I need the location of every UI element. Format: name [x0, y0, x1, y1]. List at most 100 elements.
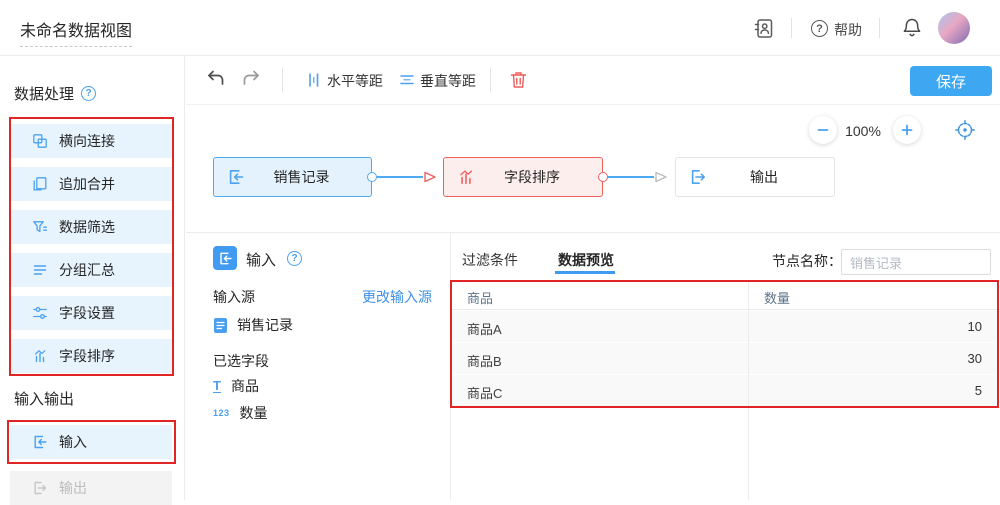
section-title: 输入输出 — [14, 391, 75, 408]
column-divider — [748, 282, 749, 500]
node-name-input[interactable] — [841, 249, 991, 275]
group-summary-icon — [33, 265, 47, 275]
horizontal-spacing-icon[interactable] — [305, 71, 323, 89]
export-icon — [34, 481, 47, 495]
cell-product: 商品A — [467, 322, 502, 337]
sidebar-item-label: 追加合并 — [59, 176, 115, 192]
panel-title: 输入 — [246, 252, 277, 269]
bell-icon[interactable] — [901, 16, 923, 40]
contacts-icon[interactable] — [752, 17, 775, 40]
import-icon — [34, 435, 47, 449]
sidebar-item-label: 分组汇总 — [59, 262, 115, 278]
sidebar-section-data-processing: 数据处理 ? — [14, 83, 97, 104]
delete-icon[interactable] — [509, 70, 528, 90]
export-icon — [691, 170, 705, 184]
field-name: 数量 — [239, 405, 268, 421]
flow-node-sales-records[interactable]: 销售记录 — [213, 157, 372, 197]
zoom-level: 100% — [845, 123, 881, 139]
locate-icon[interactable] — [953, 118, 977, 142]
sidebar-item-label: 输入 — [59, 434, 87, 450]
tab-data-preview[interactable]: 数据预览 — [558, 252, 614, 268]
help-link[interactable]: 帮助 — [834, 22, 862, 38]
number-type-icon: 123 — [213, 408, 230, 418]
flow-node-output[interactable]: 输出 — [675, 157, 835, 197]
import-icon — [219, 252, 232, 264]
table-row[interactable]: 商品A 10 — [451, 311, 998, 342]
sidebar-item-label: 横向连接 — [59, 133, 115, 149]
change-source-link[interactable]: 更改输入源 — [362, 289, 432, 305]
sidebar-item-label: 字段设置 — [59, 305, 115, 321]
sidebar-item-field-sort[interactable]: 字段排序 — [10, 339, 172, 373]
selected-fields-label: 已选字段 — [213, 353, 269, 369]
top-bar: 未命名数据视图 ? 帮助 — [0, 0, 1000, 56]
column-header[interactable]: 商品 — [467, 291, 494, 306]
zoom-in-button[interactable] — [893, 116, 921, 144]
cell-quantity: 5 — [974, 383, 982, 398]
field-sort-icon — [460, 170, 473, 184]
panel-help-icon[interactable]: ? — [287, 251, 302, 266]
node-label: 销售记录 — [273, 169, 330, 185]
text-type-icon: T — [213, 378, 221, 393]
source-name: 销售记录 — [237, 317, 293, 333]
arrowhead-icon — [655, 171, 667, 183]
section-title: 数据处理 — [14, 86, 75, 103]
horizontal-spacing-button[interactable]: 水平等距 — [327, 73, 383, 89]
divider — [791, 18, 792, 38]
cell-product: 商品C — [467, 386, 503, 401]
divider — [490, 68, 491, 92]
node-output-port[interactable] — [367, 172, 377, 182]
column-header[interactable]: 数量 — [764, 291, 791, 306]
connector-line — [608, 176, 654, 178]
sidebar-item-input[interactable]: 输入 — [10, 425, 172, 459]
plus-icon — [901, 124, 913, 136]
save-button[interactable]: 保存 — [910, 66, 992, 96]
node-label: 输出 — [750, 169, 778, 185]
arrowhead-icon — [424, 171, 436, 183]
field-sort-icon — [34, 349, 46, 363]
sidebar-item-field-settings[interactable]: 字段设置 — [10, 296, 172, 330]
undo-icon[interactable] — [205, 67, 227, 89]
field-name: 商品 — [230, 378, 259, 394]
node-name-label: 节点名称： — [772, 253, 842, 269]
cell-quantity: 30 — [967, 351, 982, 366]
minus-icon — [817, 129, 829, 131]
canvas-toolbar: 水平等距 垂直等距 保存 — [186, 56, 1000, 105]
user-avatar[interactable] — [938, 12, 970, 44]
active-tab-indicator — [555, 271, 615, 274]
field-item-text[interactable]: T 商品 — [213, 376, 259, 396]
import-icon — [229, 170, 244, 184]
sidebar-section-input-output: 输入输出 — [14, 388, 74, 409]
section-help-icon[interactable]: ? — [81, 86, 97, 101]
help-icon[interactable]: ? — [811, 20, 828, 37]
vertical-spacing-button[interactable]: 垂直等距 — [420, 73, 476, 89]
node-output-port[interactable] — [598, 172, 608, 182]
cell-product: 商品B — [467, 354, 502, 369]
node-label: 字段排序 — [504, 169, 560, 185]
cell-quantity: 10 — [967, 319, 982, 334]
vertical-spacing-icon[interactable] — [398, 71, 416, 89]
sidebar-item-group-summary[interactable]: 分组汇总 — [10, 253, 172, 287]
sidebar-item-label: 字段排序 — [59, 348, 115, 364]
form-doc-icon — [214, 317, 227, 333]
sidebar-item-append-merge[interactable]: 追加合并 — [10, 167, 172, 201]
tab-filter-conditions[interactable]: 过滤条件 — [462, 252, 518, 268]
table-row[interactable]: 商品C 5 — [451, 375, 998, 406]
table-row[interactable]: 商品B 30 — [451, 343, 998, 374]
flow-canvas[interactable]: 100% 销售记录 字段排序 — [186, 105, 1000, 233]
table-header: 商品 数量 — [451, 282, 998, 310]
zoom-out-button[interactable] — [809, 116, 837, 144]
flow-node-field-sort[interactable]: 字段排序 — [443, 157, 603, 197]
input-node-badge — [213, 246, 237, 270]
page-title[interactable]: 未命名数据视图 — [20, 17, 133, 47]
field-item-number[interactable]: 123 数量 — [213, 403, 268, 423]
sidebar-item-horizontal-join[interactable]: 横向连接 — [10, 124, 172, 158]
divider — [879, 18, 880, 38]
source-item[interactable]: 销售记录 — [213, 315, 293, 335]
sidebar-item-data-filter[interactable]: 数据筛选 — [10, 210, 172, 244]
redo-icon[interactable] — [240, 67, 262, 89]
connector-line — [377, 176, 423, 178]
field-settings-icon — [33, 307, 47, 319]
sidebar-item-output: 输出 — [10, 471, 172, 505]
divider — [282, 68, 283, 92]
horizontal-join-icon — [33, 134, 47, 148]
